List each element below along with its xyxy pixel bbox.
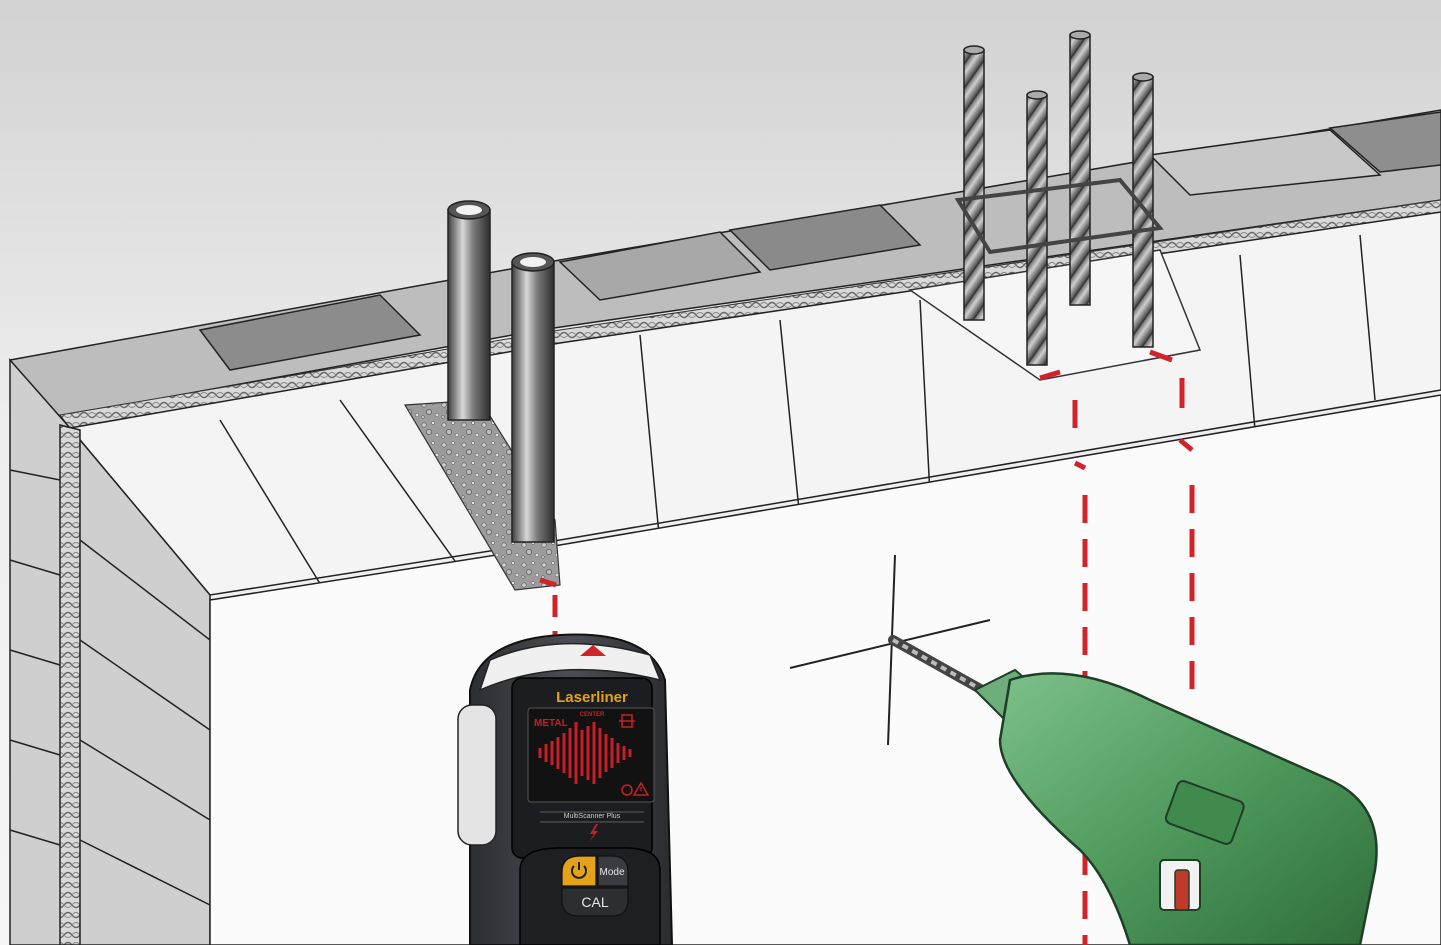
- power-drill: [888, 635, 1378, 945]
- multiscanner-device: Laserliner CENTER METAL: [457, 633, 674, 945]
- rebar-cage: [908, 30, 1202, 381]
- marker-rebar-tick-left: [1039, 369, 1061, 381]
- pipe-right: [511, 252, 555, 543]
- warning-icon: [632, 781, 650, 796]
- wall-left-side: [9, 358, 211, 945]
- drill-trigger: [1174, 869, 1190, 911]
- scanner-grip: [457, 704, 497, 846]
- scanner-display: [527, 707, 655, 803]
- pipe-left: [447, 200, 491, 421]
- scanner-center-arrow: [580, 645, 606, 656]
- marker-rebar-tick-right: [1149, 349, 1173, 363]
- cal-button-label: CAL: [581, 894, 608, 910]
- power-button[interactable]: [561, 855, 597, 887]
- lightning-icon: [589, 824, 598, 842]
- display-center-label: CENTER: [580, 712, 605, 718]
- live-wire-icon: [619, 714, 635, 728]
- scanner-brand-label: Laserliner: [556, 689, 628, 706]
- display-metal-label: METAL: [534, 718, 568, 729]
- metal-pipes: [447, 200, 555, 543]
- power-icon: [571, 862, 587, 879]
- mode-button[interactable]: Mode: [597, 855, 629, 887]
- mode-button-label: Mode: [599, 867, 624, 878]
- ac-voltage-icon: [621, 784, 633, 796]
- cal-button[interactable]: CAL: [561, 887, 629, 917]
- signal-waveform-icon: [538, 722, 632, 784]
- scanner-model-label: MultiScanner Plus: [564, 813, 621, 820]
- scanner-top-cap: [478, 642, 662, 692]
- marker-pipe-tick: [539, 577, 557, 588]
